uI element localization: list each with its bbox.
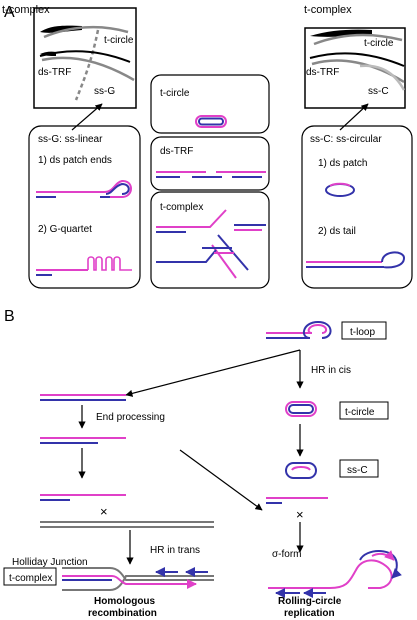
panel-b: B t-loop HR in cis End processing × HR i… [3, 308, 402, 619]
left-inset: t-complex t-circle ds-TRF ss-G [2, 4, 137, 109]
ds-tail-circle [381, 251, 406, 269]
middle-t-circle-frame [150, 74, 270, 134]
t-loop-figure: t-loop [266, 320, 387, 340]
middle-t-circle-label: t-circle [160, 88, 190, 99]
right-cross-mark: × [296, 507, 304, 522]
t-complex-box [3, 567, 57, 586]
sigma-magenta [268, 559, 393, 589]
hr-in-cis-label: HR in cis [311, 365, 351, 376]
hr-in-trans-label: HR in trans [150, 545, 200, 556]
right-box-title: ss-C: ss-circular [310, 134, 382, 145]
panel-b-letter: B [4, 308, 15, 325]
panel-a-letter: A [4, 4, 15, 21]
middle-ds-trf-frame [150, 136, 270, 191]
holliday-figure: Holliday Junction t-complex [3, 557, 214, 591]
right-arrow-label: ss-C [368, 86, 389, 97]
left-inset-t-circle-strand [43, 25, 129, 39]
t-circle-b-box [339, 401, 389, 420]
rolling-label-1: Rolling-circle [278, 596, 342, 607]
ss-c-b-outer [285, 462, 317, 479]
right-inset-frame [304, 27, 406, 109]
sigma-magenta-arrow [371, 550, 395, 561]
middle-ds-trf-label: ds-TRF [160, 146, 193, 157]
hj-magenta [62, 575, 197, 589]
sigma-form-figure: σ-form [268, 549, 402, 598]
hj-grey-bottom [62, 575, 214, 591]
left-inset-frame [33, 7, 137, 109]
panel-a: A t-complex t-circle ds-TRF ss-G ss-G: s… [2, 4, 413, 289]
left-box-item2: 2) G-quartet [38, 224, 92, 235]
ds-patch-magenta-arc [329, 182, 351, 187]
left-box: ss-G: ss-linear 1) ds patch ends 2) G-qu… [28, 125, 141, 289]
left-inset-label-t-circle: t-circle [104, 35, 134, 46]
right-inset-light-strand [359, 64, 406, 91]
holliday-junction-label: Holliday Junction [12, 557, 88, 568]
left-inset-grey-strand [74, 29, 100, 101]
left-inset-title: t-complex [2, 4, 50, 16]
t-loop-label: t-loop [350, 327, 375, 338]
homologous-label-1: Homologous [94, 596, 156, 607]
t-circle-b-figure: t-circle [285, 401, 389, 420]
middle-ds-trf-box: ds-TRF [150, 136, 270, 191]
t-complex-lower-blue [156, 249, 217, 263]
right-inset-t-circle-strand [313, 33, 403, 46]
right-box-item2: 2) ds tail [318, 226, 356, 237]
homologous-label-2: recombination [88, 608, 157, 619]
ss-c-b-label: ss-C [347, 465, 368, 476]
g-quartet-loops [87, 256, 132, 271]
right-inset: t-complex t-circle ds-TRF ss-C [304, 4, 406, 109]
sigma-blue-loop [359, 550, 402, 579]
arrow-tloop-to-left [125, 349, 301, 397]
middle-t-circle-outer [195, 115, 227, 128]
left-patch-loop-blue [105, 182, 130, 195]
right-inset-label-t-circle: t-circle [364, 38, 394, 49]
t-loop-outer [302, 320, 332, 339]
ss-c-b-box [339, 459, 379, 478]
right-inset-title: t-complex [304, 4, 352, 16]
left-inset-label-ds-trf: ds-TRF [38, 67, 71, 78]
left-patch-loop-magenta [103, 180, 132, 198]
t-circle-b-inner [288, 404, 314, 414]
middle-t-complex-frame [150, 191, 270, 289]
left-inset-t-complex-shape [40, 25, 82, 33]
ss-c-b-figure: ss-C [285, 459, 379, 479]
left-arrow-label: ss-G [94, 86, 115, 97]
left-box-title: ss-G: ss-linear [38, 134, 103, 145]
arrow-processed-to-ssc [179, 449, 263, 511]
middle-t-complex-box: t-complex [150, 191, 270, 289]
t-circle-b-outer [285, 401, 317, 417]
right-box-item1: 1) ds patch [318, 158, 367, 169]
end-processing-label: End processing [96, 412, 165, 423]
hj-grey-top [62, 567, 214, 581]
middle-t-circle-box: t-circle [150, 74, 270, 134]
left-inset-ds-trf-shape [40, 51, 56, 56]
t-loop-inner [307, 323, 328, 334]
left-inset-ss-strand [41, 56, 135, 82]
t-complex-upper-magenta [156, 209, 227, 228]
right-inset-label-ds-trf: ds-TRF [306, 67, 339, 78]
t-complex-label: t-complex [9, 573, 52, 584]
rolling-label-2: replication [284, 608, 335, 619]
middle-t-complex-label: t-complex [160, 202, 203, 213]
right-box: ss-C: ss-circular 1) ds patch 2) ds tail [301, 125, 413, 289]
left-box-frame [28, 125, 141, 289]
t-circle-b-label: t-circle [345, 407, 375, 418]
left-box-item1: 1) ds patch ends [38, 155, 112, 166]
right-box-frame [301, 125, 413, 289]
ss-c-b-inner-arc [291, 466, 311, 471]
middle-t-circle-inner [198, 117, 224, 126]
t-loop-box [341, 321, 387, 340]
left-cross-mark: × [100, 504, 108, 519]
sigma-form-label: σ-form [272, 549, 302, 560]
right-inset-ds-trf-strand [309, 52, 405, 67]
